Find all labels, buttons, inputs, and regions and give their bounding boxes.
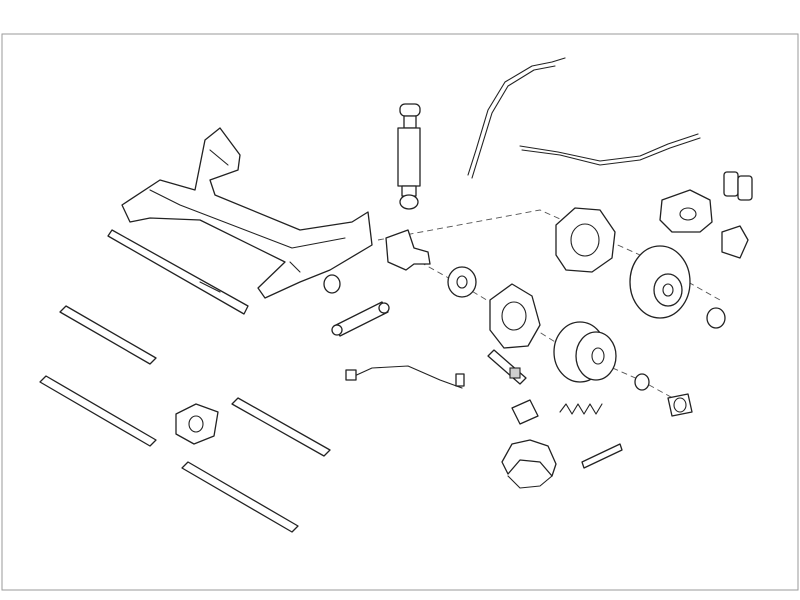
caliper-bracket xyxy=(721,225,749,259)
tie-rod-4 xyxy=(181,461,299,533)
stub-axle xyxy=(385,229,431,271)
handbrake-cables xyxy=(467,57,701,179)
wheel-cylinder xyxy=(511,399,539,425)
brake-caliper xyxy=(659,189,713,233)
adjuster-rod xyxy=(581,443,623,469)
rear-axle-beam xyxy=(121,127,373,299)
tie-rod-2 xyxy=(39,375,157,447)
tie-rod-3 xyxy=(231,397,331,457)
brake-disc xyxy=(629,245,691,319)
brake-backing-plate-upper xyxy=(555,207,616,273)
bearing-bushes xyxy=(634,373,693,417)
bush xyxy=(323,274,341,294)
brake-line xyxy=(345,365,465,389)
brake-spring xyxy=(559,403,603,415)
rubber-mount xyxy=(175,403,219,445)
brake-adjuster xyxy=(487,349,527,385)
tie-rod-1 xyxy=(59,305,157,365)
shock-absorber xyxy=(397,103,421,210)
wheel-hub xyxy=(447,266,477,298)
panhard-rod xyxy=(107,229,249,315)
brake-backing-plate-lower xyxy=(489,283,541,349)
brake-pads xyxy=(723,171,753,201)
brake-shoes xyxy=(501,439,557,489)
trailing-link xyxy=(331,301,390,337)
diagram-border xyxy=(1,33,799,591)
small-bush xyxy=(706,307,726,329)
brake-drum xyxy=(553,321,617,383)
